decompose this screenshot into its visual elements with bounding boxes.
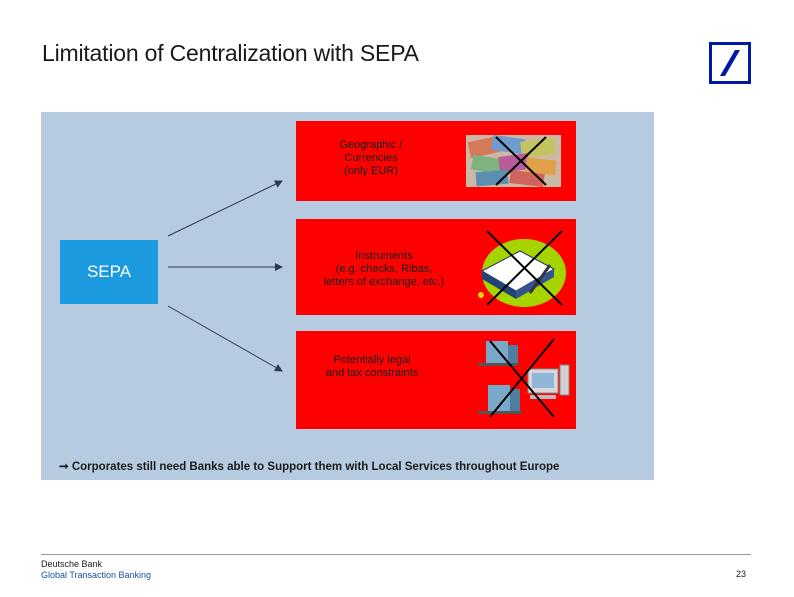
footer-bank-name: Deutsche Bank (41, 559, 102, 569)
constraint-label-line: (only EUR) (316, 165, 426, 178)
office-buildings-image (468, 335, 572, 425)
constraint-legal-tax: Potentially legal and tax constraints (296, 331, 576, 429)
checkbook-image (472, 221, 572, 313)
sepa-box: SEPA (60, 240, 158, 304)
banknotes-image (466, 135, 561, 187)
constraint-label-line: letters of exchange, etc.) (308, 276, 460, 289)
constraint-label-line: Geographic / (316, 139, 426, 152)
constraint-label-line: (e.g. checks, Ribas, (308, 263, 460, 276)
page-number: 23 (736, 569, 746, 579)
conclusion-text: Corporates still need Banks able to Supp… (72, 461, 560, 473)
constraint-instruments: Instruments (e.g. checks, Ribas, letters… (296, 219, 576, 315)
footer-business-unit: Global Transaction Banking (41, 570, 151, 580)
footer-divider (41, 554, 751, 555)
arrow-to-geographic (168, 181, 282, 236)
constraint-label-line: Potentially legal (312, 354, 432, 367)
conclusion-line: ➞ Corporates still need Banks able to Su… (59, 459, 559, 473)
arrow-to-legal (168, 306, 282, 371)
arrow-right-icon: ➞ (59, 461, 69, 473)
constraint-label-line: Instruments (308, 250, 460, 263)
constraint-label-line: and tax constraints (312, 367, 432, 380)
constraint-label-line: Currencies (316, 152, 426, 165)
constraint-geographic: Geographic / Currencies (only EUR) (296, 121, 576, 201)
